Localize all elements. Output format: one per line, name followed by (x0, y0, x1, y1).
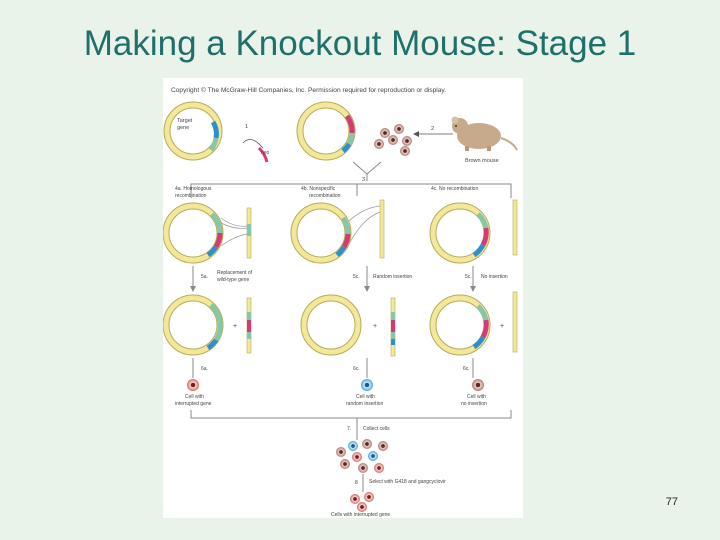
cell-c-label-1: Cell with (467, 394, 486, 400)
cell-a-label-1: Cell with (185, 394, 204, 400)
embryonic-stem-cells-top (374, 124, 412, 156)
neo-label: neo (261, 150, 270, 156)
step4a-label-1: 4a. Homologous (175, 186, 212, 192)
plus-5e: + (500, 323, 504, 330)
step5a-text-1: Replacement of (217, 270, 253, 276)
collected-cells (336, 439, 388, 473)
step4c-label: 4c. No recombination (431, 186, 478, 192)
arrow-step1 (242, 139, 264, 149)
neo-fragment (257, 146, 269, 163)
step5a-text-2: wild-type gene (217, 277, 249, 283)
plasmid-4b (290, 202, 352, 264)
cell-a-label-2: interrupted gene (175, 401, 212, 407)
step5c-text: Random insertion (373, 274, 412, 280)
plasmid-5a (163, 294, 224, 356)
cell-random (361, 379, 373, 391)
final-label: Cells with interrupted gene (331, 512, 390, 518)
step7-label: 7. (347, 426, 351, 432)
target-gene-label-1: Target (177, 118, 193, 124)
plasmid-4a (163, 202, 224, 264)
step5a-label: 5a. (201, 274, 208, 280)
plasmid-5e (429, 294, 491, 356)
slide-title: Making a Knockout Mouse: Stage 1 (83, 24, 637, 63)
target-gene-label-2: gene (177, 125, 189, 131)
cell-c-label-2: no insertion (461, 401, 487, 407)
plasmid-4c (429, 202, 491, 264)
step8-label: 8 (355, 480, 358, 486)
copyright-notice: Copyright © The McGraw-Hill Companies, I… (171, 86, 446, 94)
step5c-label: 5c. (353, 274, 360, 280)
cell-interrupted (187, 379, 199, 391)
plus-5c: + (373, 323, 377, 330)
collect-line (190, 410, 512, 419)
merge-lines (352, 161, 382, 175)
brown-mouse (451, 116, 518, 151)
step3-label: 3 (362, 177, 365, 183)
plasmid-target (163, 101, 223, 161)
collect-label: Collect cells (363, 426, 390, 432)
select-label: Select with G418 and gangcyclovir (369, 479, 446, 485)
chromosome-4c (512, 199, 518, 256)
chromosome-4b (379, 199, 385, 259)
step6b-label: 6c. (353, 366, 360, 372)
plus-5a: + (233, 323, 237, 330)
page-number: 77 (665, 496, 678, 508)
plasmid-with-neo (296, 101, 356, 161)
branch-line (190, 183, 512, 198)
knockout-diagram-figure: Copyright © The McGraw-Hill Companies, I… (163, 78, 523, 518)
step6c-label: 6c. (463, 366, 470, 372)
step4a-label-2: recombination (175, 193, 207, 199)
step6a-label: 6a. (201, 366, 208, 372)
step5e-text: No insertion (481, 274, 508, 280)
step2-label: 2 (431, 126, 434, 132)
diagram-svg: Copyright © The McGraw-Hill Companies, I… (163, 86, 518, 518)
brown-mouse-label: Brown mouse (465, 158, 499, 164)
cell-b-label-1: Cell with (356, 394, 375, 400)
plasmid-5c (300, 294, 362, 356)
step5e-label: 5c. (465, 274, 472, 280)
cell-b-label-2: random insertion (346, 401, 383, 407)
step4b-label-1: 4b. Nonspecific (301, 186, 336, 192)
step4b-label-2: recombination (309, 193, 341, 199)
step1-label: 1 (245, 124, 248, 130)
chromosome-5e (512, 291, 518, 353)
cell-no-insertion (472, 379, 484, 391)
selected-cells (350, 492, 374, 512)
